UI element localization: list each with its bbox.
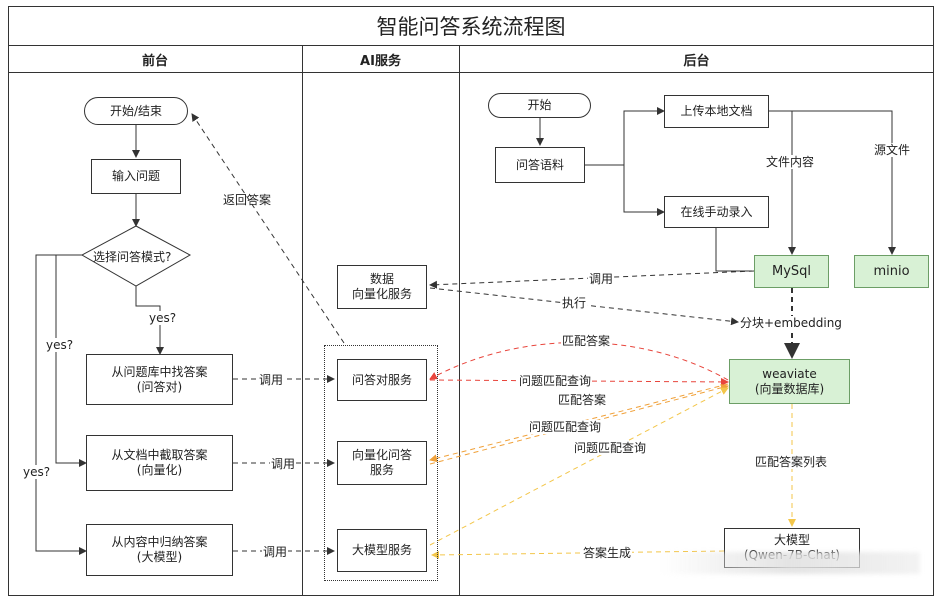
vector-qa-service-node: 向量化问答 服务 (337, 441, 427, 485)
corpus-node: 问答语料 (495, 147, 585, 183)
extract-doc-node: 从文档中截取答案 (向量化) (86, 435, 233, 491)
return-answer-label: 返回答案 (223, 193, 272, 207)
llm-service-node: 大模型服务 (337, 529, 427, 572)
back-start-node: 开始 (488, 93, 591, 118)
qa-service-node: 问答对服务 (337, 359, 427, 401)
yes-label-2: yes? (45, 338, 75, 352)
yes-label-3: yes? (22, 465, 52, 479)
answer-gen-label: 答案生成 (582, 546, 633, 560)
match-list-label: 匹配答案列表 (754, 455, 829, 469)
lane-header-ai: AI服务 (302, 46, 459, 73)
input-question-node: 输入问题 (91, 159, 181, 194)
lane-header-front: 前台 (8, 46, 302, 73)
find-qa-node: 从问题库中找答案 (问答对) (86, 354, 233, 405)
execute-label: 执行 (561, 296, 588, 310)
minio-node: minio (854, 255, 929, 288)
query-match-label-3: 问题匹配查询 (573, 441, 648, 455)
chunk-embed-label: 分块+embedding (739, 316, 843, 330)
weaviate-node: weaviate (向量数据库) (729, 359, 850, 404)
blurred-watermark (660, 552, 920, 574)
start-end-node: 开始/结束 (84, 97, 188, 125)
lane-divider-1 (302, 46, 303, 596)
query-match-label-1: 问题匹配查询 (518, 374, 593, 388)
file-content-label: 文件内容 (765, 155, 816, 169)
match-answer-label-1: 匹配答案 (561, 334, 612, 348)
call-label-1: 调用 (258, 373, 285, 387)
manual-entry-node: 在线手动录入 (664, 196, 769, 228)
call-label-3: 调用 (262, 545, 289, 559)
summarize-node: 从内容中归纳答案 (大模型) (86, 524, 233, 576)
lane-divider-2 (459, 46, 460, 596)
call-label-back: 调用 (588, 272, 615, 286)
ai-service-group (324, 345, 438, 581)
upload-doc-node: 上传本地文档 (664, 95, 769, 128)
choose-mode-decision: 选择问答模式? (93, 250, 172, 264)
diagram-frame (8, 6, 934, 596)
yes-label-1: yes? (148, 311, 178, 325)
call-label-2: 调用 (270, 457, 297, 471)
mysql-node: MySql (754, 255, 829, 288)
vector-service-node: 数据 向量化服务 (337, 265, 427, 309)
query-match-label-2: 问题匹配查询 (528, 420, 603, 434)
source-file-label: 源文件 (873, 143, 912, 157)
match-answer-label-2: 匹配答案 (557, 393, 608, 407)
diagram-title: 智能问答系统流程图 (8, 6, 934, 46)
lane-header-back: 后台 (459, 46, 934, 73)
